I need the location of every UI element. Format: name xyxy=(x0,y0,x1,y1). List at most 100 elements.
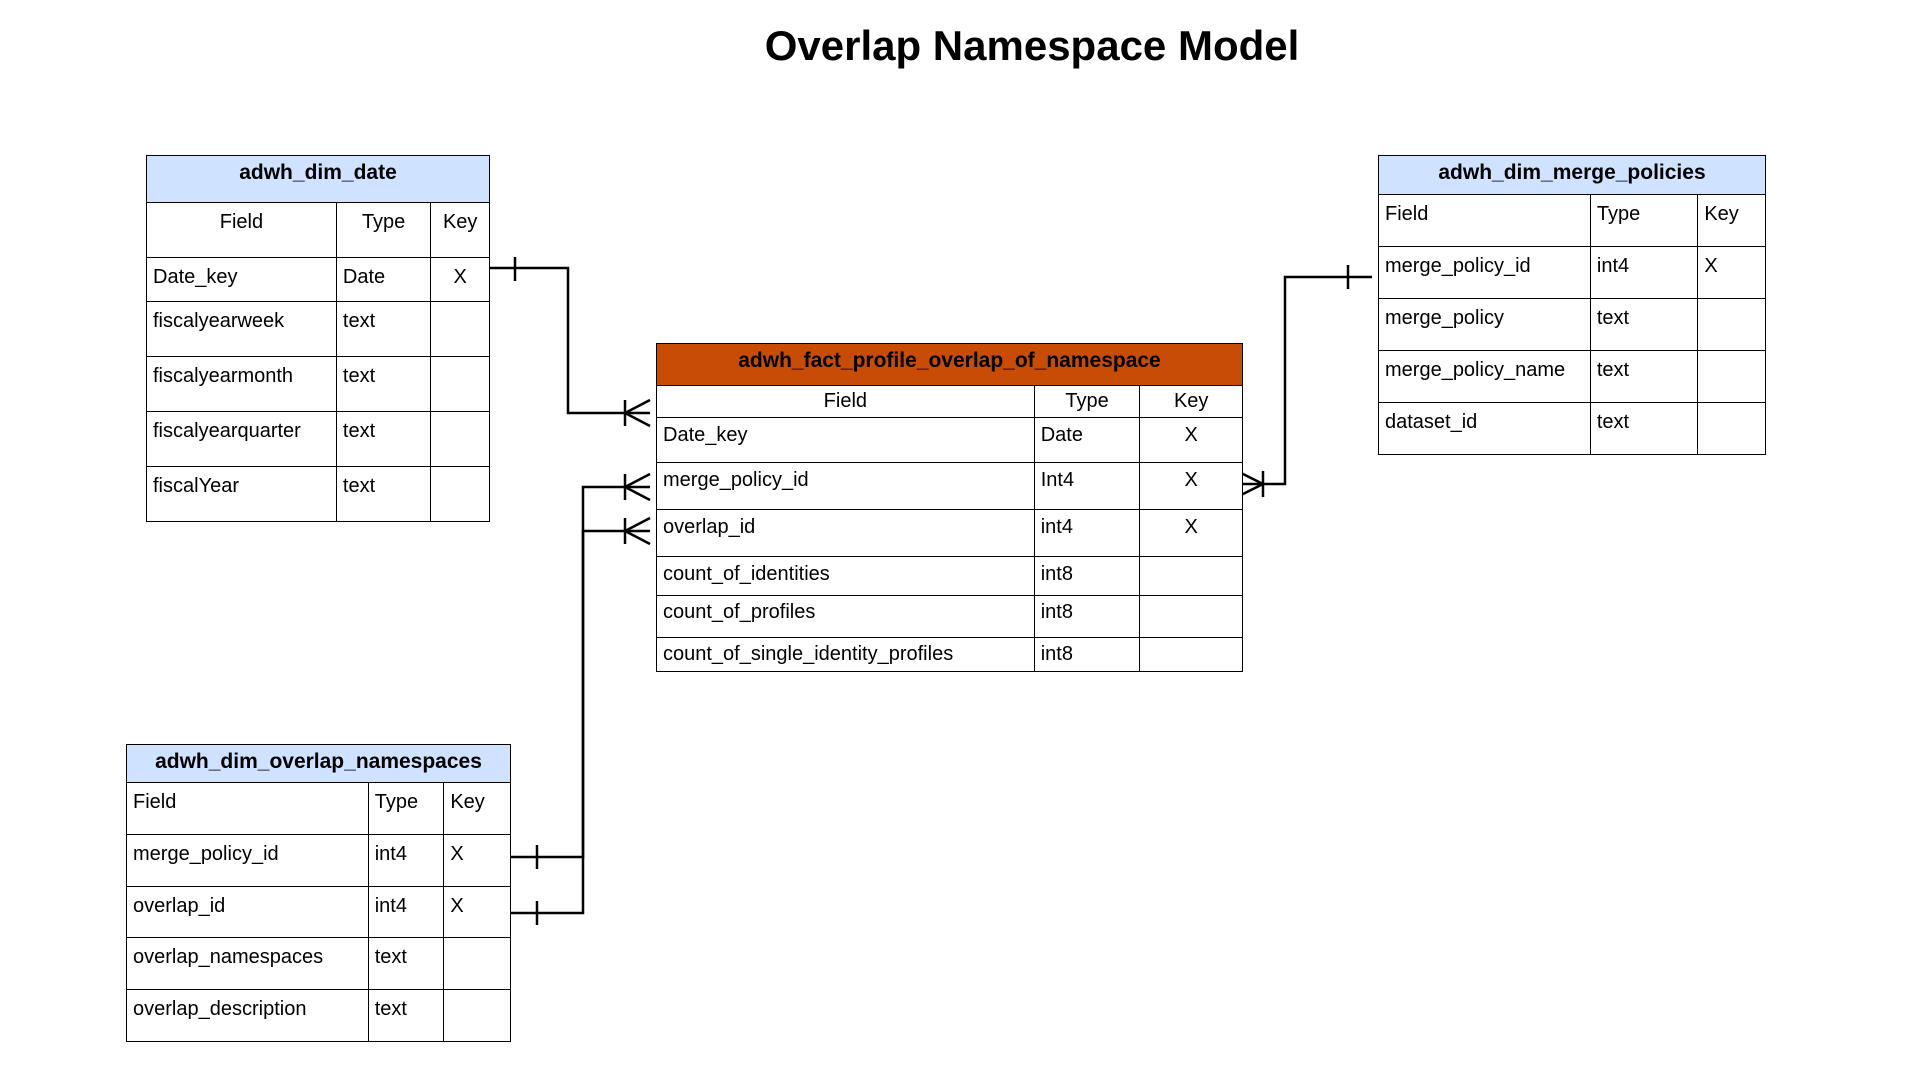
column-header-key: Key xyxy=(1173,390,1209,412)
table-row: overlap_id int4 X xyxy=(127,887,510,938)
table-header: adwh_dim_date xyxy=(147,156,489,203)
type-cell: text xyxy=(369,990,445,1041)
table-name: adwh_fact_profile_overlap_of_namespace xyxy=(738,349,1161,372)
field-cell: fiscalyearquarter xyxy=(147,412,337,466)
key-cell xyxy=(1698,403,1765,454)
type-cell: text xyxy=(1591,351,1699,402)
column-header-field: Field xyxy=(127,783,369,834)
type-cell: text xyxy=(337,302,432,356)
table-row: fiscalyearweek text xyxy=(147,302,489,357)
field-cell: overlap_description xyxy=(127,990,369,1041)
table-row: dataset_id text xyxy=(1379,403,1765,454)
column-header-row: Field Type Key xyxy=(127,783,510,835)
key-cell: X xyxy=(1184,424,1198,446)
field-cell: fiscalYear xyxy=(147,467,337,521)
key-cell xyxy=(1140,557,1242,595)
key-cell: X xyxy=(1184,516,1198,538)
type-cell: Date xyxy=(1035,418,1141,462)
table-header: adwh_fact_profile_overlap_of_namespace xyxy=(657,344,1242,386)
type-cell: Int4 xyxy=(1035,463,1141,509)
table-row: count_of_single_identity_profiles int8 xyxy=(657,638,1242,671)
field-cell: merge_policy xyxy=(1379,299,1591,350)
table-name: adwh_dim_overlap_namespaces xyxy=(155,750,482,773)
table-row: merge_policy_id int4 X xyxy=(1379,247,1765,299)
field-cell: count_of_profiles xyxy=(657,596,1035,637)
key-cell xyxy=(431,357,489,411)
type-cell: text xyxy=(337,357,432,411)
column-header-type: Type xyxy=(1035,386,1141,417)
key-cell: X xyxy=(1184,469,1198,491)
table-adwh-dim-merge-policies[interactable]: adwh_dim_merge_policies Field Type Key m… xyxy=(1378,155,1766,455)
type-cell: int4 xyxy=(369,887,445,937)
field-cell: merge_policy_id xyxy=(657,463,1035,509)
type-cell: int8 xyxy=(1035,596,1141,637)
key-cell xyxy=(431,412,489,466)
key-cell xyxy=(431,467,489,521)
table-row: merge_policy_id Int4 X xyxy=(657,463,1242,510)
connector-overlap-id-to-fact xyxy=(510,529,650,915)
diagram-title: Overlap Namespace Model xyxy=(764,22,1300,69)
field-cell: dataset_id xyxy=(1379,403,1591,454)
key-cell xyxy=(431,302,489,356)
column-header-type: Type xyxy=(1591,195,1699,246)
crow-foot-fact-merge xyxy=(1236,469,1266,499)
key-cell: X xyxy=(453,266,467,288)
column-header-key: Key xyxy=(442,211,478,233)
table-row: merge_policy_name text xyxy=(1379,351,1765,403)
key-cell xyxy=(1140,596,1242,637)
table-row: merge_policy_id int4 X xyxy=(127,835,510,887)
type-cell: int4 xyxy=(369,835,445,886)
key-cell: X xyxy=(450,895,464,917)
field-cell: overlap_namespaces xyxy=(127,938,369,989)
field-cell: fiscalyearmonth xyxy=(147,357,337,411)
table-row: overlap_id int4 X xyxy=(657,510,1242,557)
table-header: adwh_dim_merge_policies xyxy=(1379,156,1765,195)
column-header-field: Field xyxy=(1379,195,1591,246)
field-cell: merge_policy_name xyxy=(1379,351,1591,402)
table-row: overlap_namespaces text xyxy=(127,938,510,990)
table-name: adwh_dim_merge_policies xyxy=(1438,161,1706,184)
type-cell: text xyxy=(1591,403,1699,454)
column-header-row: Field Type Key xyxy=(1379,195,1765,247)
column-header-key: Key xyxy=(1704,203,1739,225)
connector-overlap-merge-to-fact xyxy=(510,485,650,859)
type-cell: int4 xyxy=(1035,510,1141,556)
table-row: Date_key Date X xyxy=(657,418,1242,463)
key-cell xyxy=(444,990,510,1041)
column-header-key: Key xyxy=(450,791,485,813)
type-cell: text xyxy=(1591,299,1699,350)
column-header-field: Field xyxy=(657,386,1035,417)
field-cell: Date_key xyxy=(147,258,337,301)
table-row: count_of_profiles int8 xyxy=(657,596,1242,638)
table-adwh-fact-profile-overlap-of-namespace[interactable]: adwh_fact_profile_overlap_of_namespace F… xyxy=(656,343,1243,672)
key-cell xyxy=(1698,351,1765,402)
connector-date-to-fact xyxy=(490,266,650,415)
table-row: fiscalYear text xyxy=(147,467,489,521)
table-name: adwh_dim_date xyxy=(239,161,397,184)
table-row: overlap_description text xyxy=(127,990,510,1041)
crow-foot-fact-overlap-merge xyxy=(622,472,651,502)
crow-foot-fact-date xyxy=(622,398,651,428)
connector-merge-to-fact xyxy=(1237,275,1372,486)
table-row: merge_policy text xyxy=(1379,299,1765,351)
table-adwh-dim-overlap-namespaces[interactable]: adwh_dim_overlap_namespaces Field Type K… xyxy=(126,744,511,1042)
type-cell: text xyxy=(337,467,432,521)
type-cell: text xyxy=(337,412,432,466)
type-cell: int8 xyxy=(1035,638,1141,671)
field-cell: count_of_identities xyxy=(657,557,1035,595)
type-cell: int8 xyxy=(1035,557,1141,595)
key-cell: X xyxy=(450,843,464,865)
type-cell: text xyxy=(369,938,445,989)
field-cell: fiscalyearweek xyxy=(147,302,337,356)
key-cell xyxy=(444,938,510,989)
column-header-type: Type xyxy=(369,783,445,834)
type-cell: int4 xyxy=(1591,247,1699,298)
field-cell: merge_policy_id xyxy=(127,835,369,886)
crow-foot-fact-overlap-id xyxy=(622,516,651,546)
key-cell: X xyxy=(1704,255,1718,277)
key-cell xyxy=(1698,299,1765,350)
table-adwh-dim-date[interactable]: adwh_dim_date Field Type Key Date_key Da… xyxy=(146,155,490,522)
field-cell: overlap_id xyxy=(657,510,1035,556)
type-cell: Date xyxy=(337,258,432,301)
